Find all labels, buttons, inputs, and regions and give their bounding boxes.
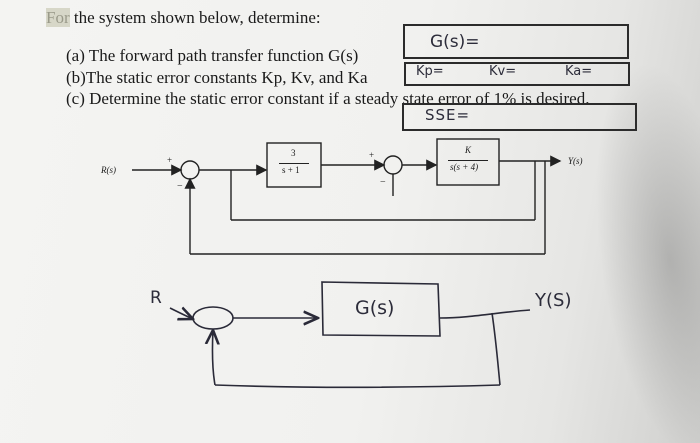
d1-block2-num: K (465, 145, 472, 155)
answer-kv: Kv= (489, 64, 517, 79)
intro-text: the system shown below, determine: (73, 8, 321, 27)
d1-sum1-minus: − (177, 181, 183, 192)
d1-block1-den: s + 1 (282, 165, 300, 175)
answer-box-gs (403, 24, 629, 59)
problem-item-b: (b)The static error constants Kp, Kv, an… (66, 68, 368, 87)
problem-item-a: (a) The forward path transfer function G… (66, 46, 359, 65)
d1-output-label: Y(s) (568, 156, 583, 166)
d1-block1-num: 3 (291, 148, 296, 158)
problem-intro: For the system shown below, determine: (46, 8, 321, 28)
d1-block2-fraction-bar (448, 160, 488, 161)
d2-output-label: Y(S) (535, 290, 572, 311)
intro-obscured-word: For (46, 8, 70, 27)
d1-sum2-minus: − (380, 177, 386, 188)
d1-sum1-plus: + (167, 155, 173, 165)
answer-gs: G(s)= (430, 32, 480, 52)
d1-block1-fraction-bar (279, 163, 309, 164)
d1-block2-den: s(s + 4) (450, 162, 479, 172)
d1-sum2-plus: + (369, 150, 375, 160)
answer-sse: SSE= (425, 106, 471, 124)
d2-block-label: G(s) (355, 297, 395, 319)
answer-kp: Kp= (416, 64, 444, 79)
d2-input-label: R (150, 288, 162, 308)
d1-input-label: R(s) (101, 165, 116, 175)
